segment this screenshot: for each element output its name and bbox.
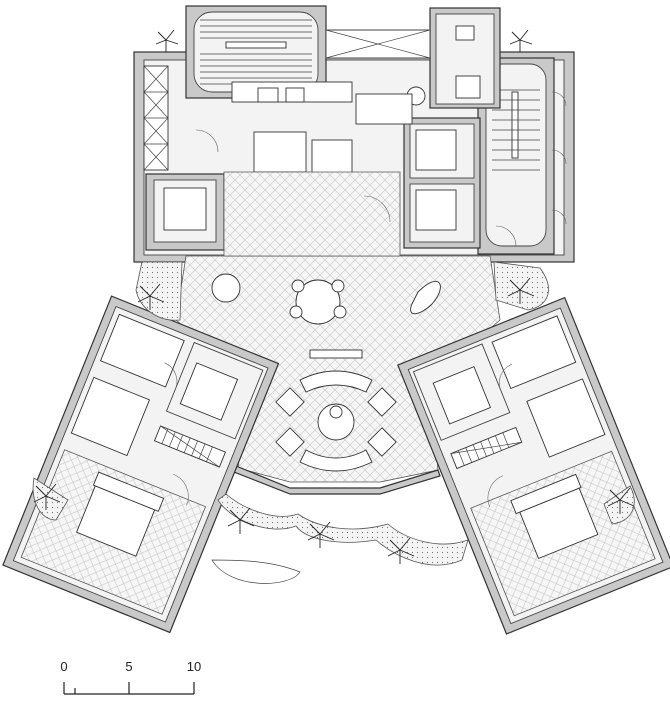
- right-wing: [397, 296, 670, 635]
- stair-right: [477, 57, 555, 255]
- planters: [32, 261, 635, 584]
- scale-bar: 0 5 10: [60, 659, 201, 695]
- stair-left: [185, 5, 327, 99]
- closets-left: [143, 65, 169, 171]
- scale-label-10: 10: [187, 659, 201, 674]
- door-swings: [195, 91, 567, 247]
- scale-label-5: 5: [125, 659, 132, 674]
- living-hall: [175, 171, 501, 495]
- plants: [33, 29, 635, 564]
- scale-label-0: 0: [60, 659, 67, 674]
- left-wing: [2, 295, 280, 634]
- top-bathroom: [325, 7, 501, 109]
- lifts: [145, 117, 481, 251]
